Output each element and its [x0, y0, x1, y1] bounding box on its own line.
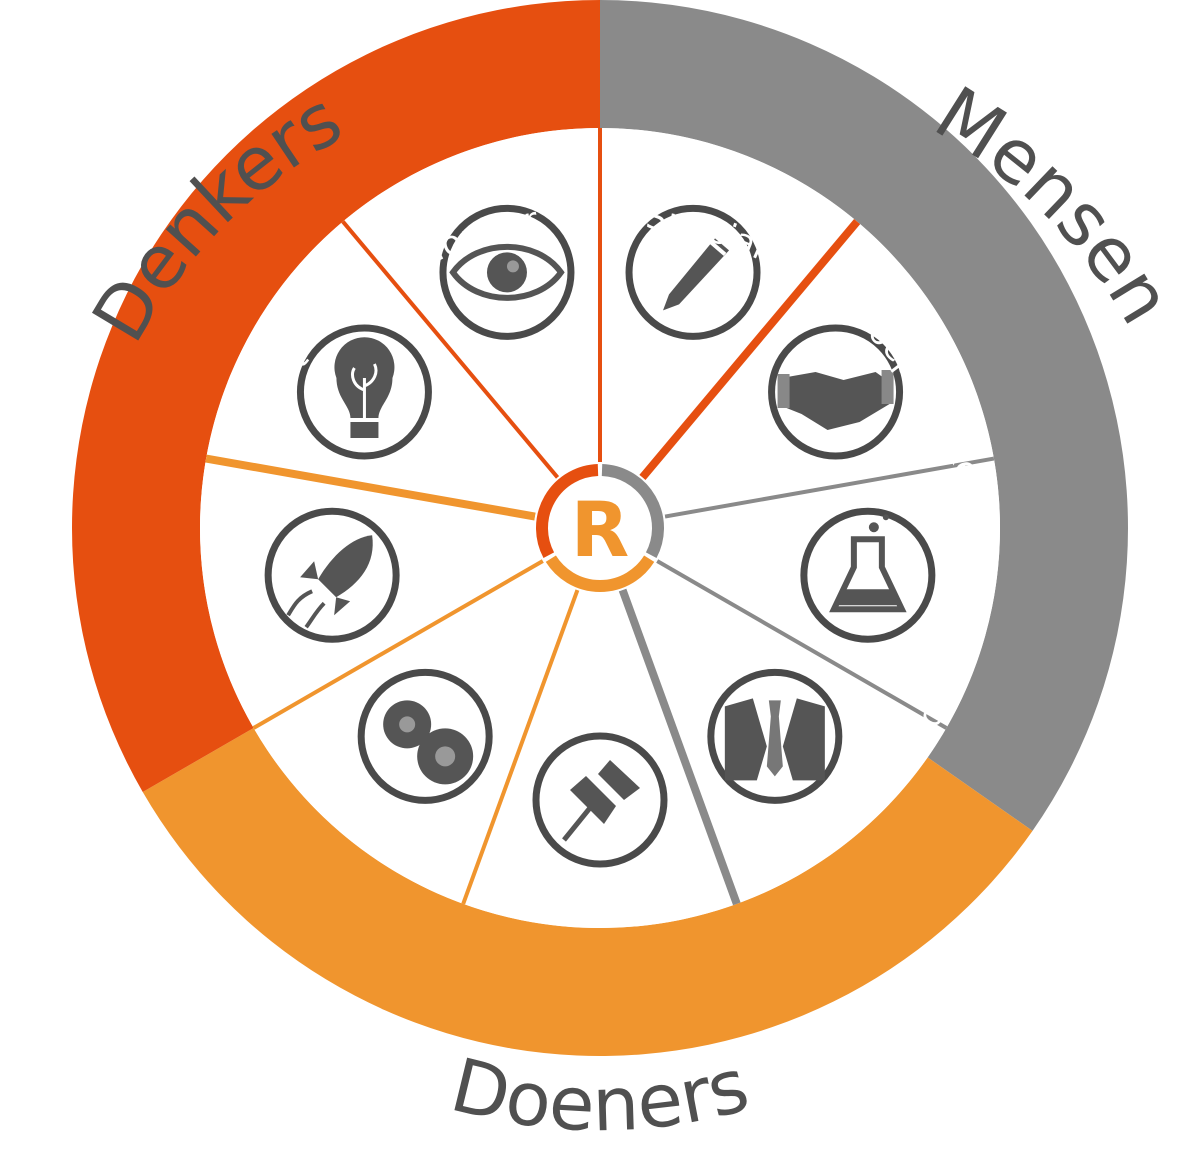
outer-ring	[72, 0, 1128, 1057]
role-icons	[264, 204, 936, 868]
lightbulb-icon	[296, 324, 432, 460]
segment-divider	[639, 219, 861, 481]
pencil-icon	[625, 204, 761, 340]
ring-segment-doeners	[142, 728, 1033, 1057]
pushpin-icon	[532, 732, 668, 868]
center-logo: R	[534, 462, 666, 594]
segment-dividers	[205, 128, 995, 906]
segment-divider	[461, 589, 580, 905]
group-label-doeners: Doeners	[443, 1042, 757, 1148]
gears-icon	[357, 668, 493, 804]
suit-tie-icon	[707, 668, 843, 804]
segment-divider	[618, 588, 741, 906]
segment-divider	[252, 559, 544, 730]
flask-icon	[800, 507, 936, 643]
handshake-icon	[768, 324, 904, 460]
segment-divider	[341, 220, 560, 479]
ring-segment-mensen	[600, 0, 1128, 831]
segment-divider	[656, 559, 948, 730]
ring-segment-denkers	[72, 0, 601, 792]
r-logo-icon: R	[571, 485, 630, 574]
segment-divider	[664, 456, 995, 519]
segment-divider	[205, 454, 536, 521]
rocket-icon	[264, 507, 400, 643]
eye-icon	[439, 204, 575, 340]
